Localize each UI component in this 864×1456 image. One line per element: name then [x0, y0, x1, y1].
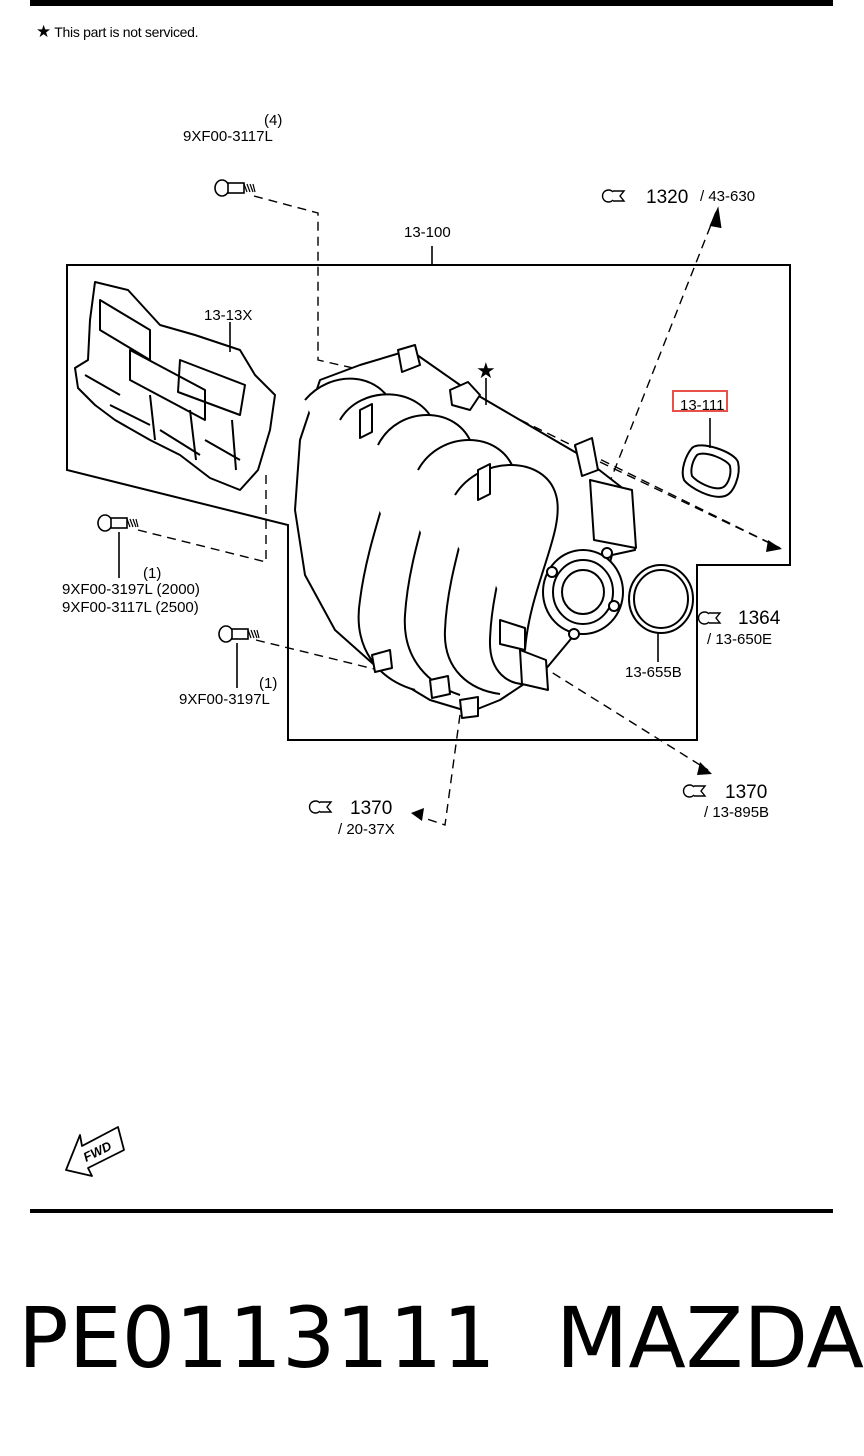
bolt-bottom-icon — [218, 625, 260, 643]
reference-icon — [601, 189, 625, 203]
bolt-bottom-qty: (1) — [259, 675, 277, 692]
parts-diagram: (4) 9XF00-3117L 13-100 13-13X ★ 13-111 (… — [62, 112, 791, 1177]
engine-cover-drawing — [74, 281, 276, 491]
gasket-13-111-label: 13-111 — [680, 397, 724, 414]
bolt-top-qty: (4) — [264, 112, 282, 129]
service-note-text: This part is not serviced. — [54, 24, 199, 40]
top-rule — [30, 0, 833, 6]
brand-name: MAZDA — [555, 1289, 864, 1387]
footer-rule — [30, 1209, 833, 1213]
star-mark: ★ — [476, 358, 496, 383]
bolt-left-part-2000: 9XF00-3197L (2000) — [62, 581, 200, 598]
assembly-outline — [66, 264, 791, 741]
bolt-left-qty: (1) — [143, 565, 161, 582]
part-number: PE0113111 — [18, 1289, 496, 1387]
ref-1364-number: 1364 — [738, 608, 781, 629]
fwd-arrow-icon: FWD — [65, 1126, 125, 1177]
intake-manifold-drawing — [294, 344, 637, 719]
throttle-gasket-label: 13-655B — [625, 664, 682, 681]
reference-icon — [682, 784, 706, 798]
ref-1370a-sub: / 13-895B — [704, 804, 769, 821]
ref-1364-sub: / 13-650E — [707, 631, 772, 648]
highlight-box — [672, 390, 728, 412]
service-note: ★ This part is not serviced. — [36, 22, 199, 42]
bolt-left-part-2500: 9XF00-3117L (2500) — [62, 599, 199, 616]
ref-1370a-number: 1370 — [725, 782, 767, 803]
bolt-top-icon — [214, 179, 256, 197]
bolt-left-icon — [97, 514, 139, 532]
ref-1370b-sub: / 20-37X — [338, 821, 395, 838]
gasket-13-111-drawing — [681, 444, 740, 498]
ref-1370b-number: 1370 — [350, 798, 392, 819]
footer: PE0113111 MAZDA — [18, 1288, 864, 1388]
ref-1320-number: 1320 — [646, 187, 688, 208]
ref-1320-sub: / 43-630 — [700, 188, 755, 205]
star-icon: ★ — [36, 22, 51, 41]
throttle-gasket-drawing — [628, 564, 694, 634]
reference-icon — [697, 611, 721, 625]
cover-label: 13-13X — [204, 307, 252, 324]
bolt-top-part: 9XF00-3117L — [183, 128, 273, 145]
assembly-label: 13-100 — [404, 224, 451, 241]
reference-icon — [308, 800, 332, 814]
bolt-bottom-part: 9XF00-3197L — [179, 691, 270, 708]
